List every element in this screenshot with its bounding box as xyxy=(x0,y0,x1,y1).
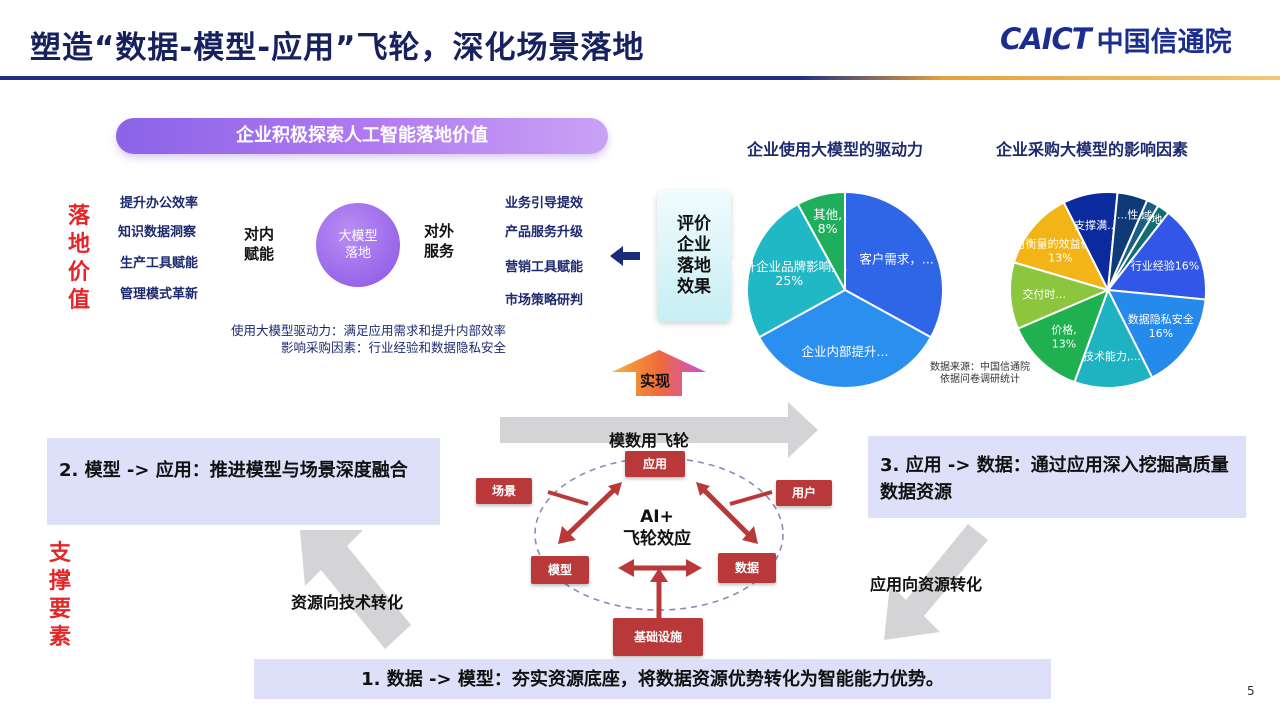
pie-slice xyxy=(1009,261,1111,330)
node-scene: 场景 xyxy=(476,478,532,504)
page-title: 塑造“数据-模型-应用”飞轮，深化场景落地 xyxy=(30,30,645,66)
right-item: 产品服务升级 xyxy=(505,225,584,240)
pie-slice xyxy=(1107,204,1170,291)
realize-arrow xyxy=(612,350,706,396)
realize-label: 实现 xyxy=(640,372,671,390)
left-item: 提升办公效率 xyxy=(120,196,199,211)
flywheel-arrow-label: 模数用飞轮 xyxy=(609,431,690,450)
caict-logo: CAICT 中国信通院 xyxy=(1000,22,1232,58)
header-divider-blue xyxy=(0,76,800,80)
pie-slice-label: 提升企业品牌影响力,25% xyxy=(731,259,847,288)
pie-slice xyxy=(1016,288,1110,384)
data-source: 数据来源：中国信通院依据问卷调研统计 xyxy=(930,362,1030,385)
right-item: 业务引导提效 xyxy=(505,196,584,211)
header-divider-gold xyxy=(800,76,1280,80)
value-pill: 企业积极探索人工智能落地价值 xyxy=(116,118,608,154)
right-item: 营销工具赋能 xyxy=(505,260,584,275)
flywheel-top-arrow xyxy=(500,402,818,458)
pie-slice xyxy=(1106,211,1207,301)
left-item: 生产工具赋能 xyxy=(120,256,199,271)
inner-empower-label: 对内赋能 xyxy=(244,225,275,263)
step2-panel: 2. 模型 -> 应用：推进模型与场景深度融合 xyxy=(47,438,440,525)
pie-slice-label: 地 xyxy=(1151,213,1162,226)
pie-slice-label: 支撑满... xyxy=(1074,218,1118,232)
outer-service-label: 对外服务 xyxy=(424,222,455,260)
pie-slice xyxy=(746,202,847,339)
pie-slice-label: 行业经验16% xyxy=(1131,259,1199,273)
node-user: 用户 xyxy=(776,480,832,506)
node-app: 应用 xyxy=(625,451,685,477)
pie-slice-label: ...性 xyxy=(1117,208,1139,222)
right-item: 市场策略研判 xyxy=(505,293,584,308)
side-label-value: 落 地 价 值 xyxy=(67,204,90,313)
pie-slice-label: 交付时... xyxy=(1022,287,1066,301)
side-label-support: 支 撑 要 素 xyxy=(48,541,71,650)
left-up-arrow xyxy=(300,530,411,649)
pie-slice xyxy=(844,190,944,339)
logo-cn: 中国信通院 xyxy=(1096,26,1232,58)
insight-note: 使用大模型驱动力：满足应用需求和提升内部效率 影响采购因素：行业经验和数据隐私安… xyxy=(230,323,506,355)
right-down-arrow xyxy=(884,524,988,640)
node-model: 模型 xyxy=(531,556,589,584)
node-data: 数据 xyxy=(718,553,776,583)
ai-flywheel-center: AI+飞轮效应 xyxy=(623,507,691,549)
step1-panel: 1. 数据 -> 模型：夯实资源底座，将数据资源优势转化为智能能力优势。 xyxy=(254,659,1051,699)
left-flow-label: 资源向技术转化 xyxy=(291,593,404,612)
pie-slice xyxy=(796,190,846,291)
pie-slice-label: 其他,8% xyxy=(813,207,842,236)
driver-pie-chart: 客户需求，... 企业内部提升... 提升企业品牌影响力,25% 其他,8% xyxy=(731,190,944,389)
pie-slice-label: 企业内部提升... xyxy=(802,344,889,359)
pie-slice-label: 技术能力,... xyxy=(1083,349,1141,363)
evaluate-effect-box: 评价 企业 落地 效果 xyxy=(657,190,731,322)
chart1-title: 企业使用大模型的驱动力 xyxy=(747,140,924,159)
step3-panel: 3. 应用 -> 数据：通过应用深入挖掘高质量数据资源 xyxy=(868,436,1246,518)
left-item: 管理模式革新 xyxy=(120,287,199,302)
pie-slice-label: 客户需求，... xyxy=(859,251,933,266)
node-infrastructure: 基础设施 xyxy=(613,618,703,656)
pie-slice xyxy=(1012,201,1110,292)
llm-landing-circle: 大模型落地 xyxy=(316,203,400,287)
left-arrow-icon xyxy=(610,246,640,266)
pie-slice xyxy=(1106,288,1207,379)
logo-en: CAICT xyxy=(1000,22,1092,56)
right-flow-label: 应用向资源转化 xyxy=(870,575,983,594)
pie-slice xyxy=(1073,287,1154,389)
left-item: 知识数据洞察 xyxy=(118,225,197,240)
chart2-title: 企业采购大模型的影响因素 xyxy=(996,140,1189,159)
pie-slice-label: 价格,13% xyxy=(1051,323,1077,351)
page-number: 5 xyxy=(1247,684,1255,698)
pie-slice-label: 域 xyxy=(1141,209,1152,222)
